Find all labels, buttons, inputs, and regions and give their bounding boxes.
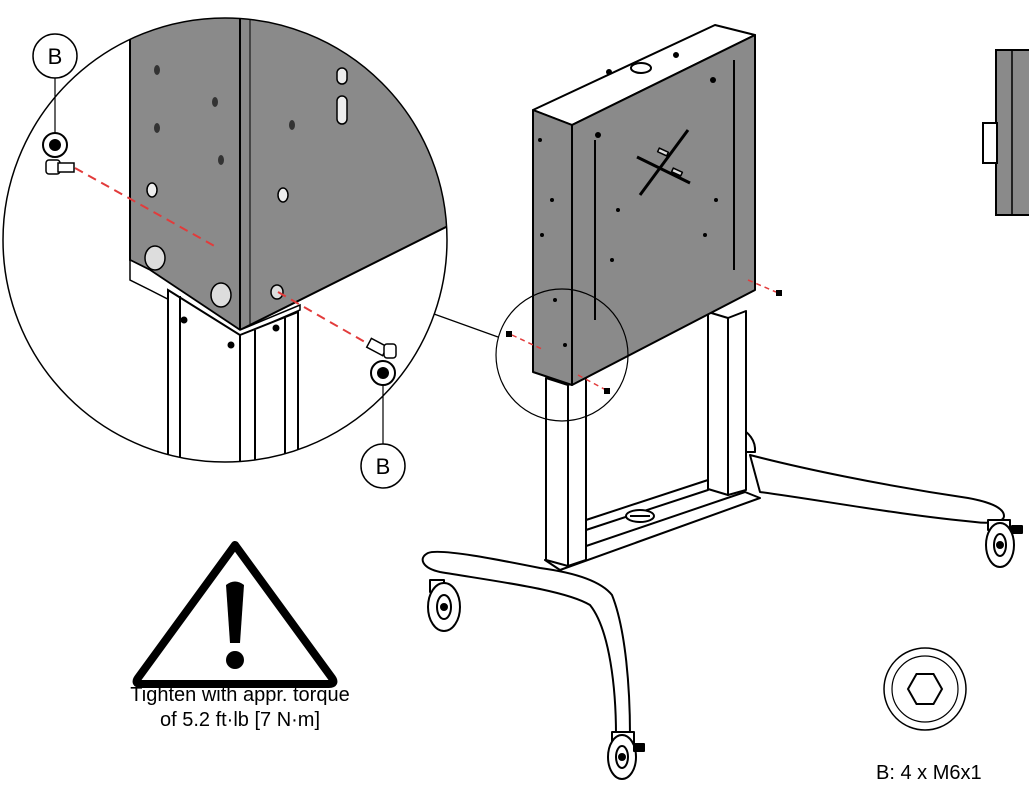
cart-caster-front	[607, 731, 645, 780]
zoom-bolt-right	[365, 337, 397, 359]
hardware-caption: B: 4 x M6x1	[876, 762, 982, 784]
zoom-circle-outline	[2, 17, 448, 463]
zoom-dash-right	[277, 291, 371, 346]
callout-b-bottom-label: B	[376, 454, 391, 479]
callout-b-top-label: B	[48, 44, 63, 69]
cart-base	[421, 427, 1005, 736]
cart-caster-right	[985, 519, 1023, 568]
cart-illustration	[421, 24, 1023, 780]
callout-b-bottom: B	[360, 360, 406, 489]
cart-column	[545, 310, 747, 567]
warning-caption: Tighten with appr. torque of 5.2 ft·lb […	[70, 683, 410, 733]
zoom-bolt-left	[45, 159, 75, 175]
zoom-panel-side	[239, 18, 447, 332]
zoom-column	[167, 288, 299, 462]
zoom-connector-line	[433, 313, 499, 338]
zoom-dash-left	[74, 167, 219, 249]
callout-b-top: B	[32, 33, 78, 158]
mount-front	[571, 34, 756, 386]
hex-bolt-head-icon	[883, 647, 967, 731]
side-detail-partial	[982, 49, 1029, 216]
joint-detail-circle	[495, 288, 629, 422]
cart-monitor-mount	[532, 24, 756, 386]
warning-line-2: of 5.2 ft·lb [7 N·m]	[159, 709, 321, 731]
warning-line-1: Tighten with appr. torque	[130, 684, 350, 706]
warning-icon	[132, 541, 338, 688]
cart-caster-front-left	[427, 579, 461, 632]
